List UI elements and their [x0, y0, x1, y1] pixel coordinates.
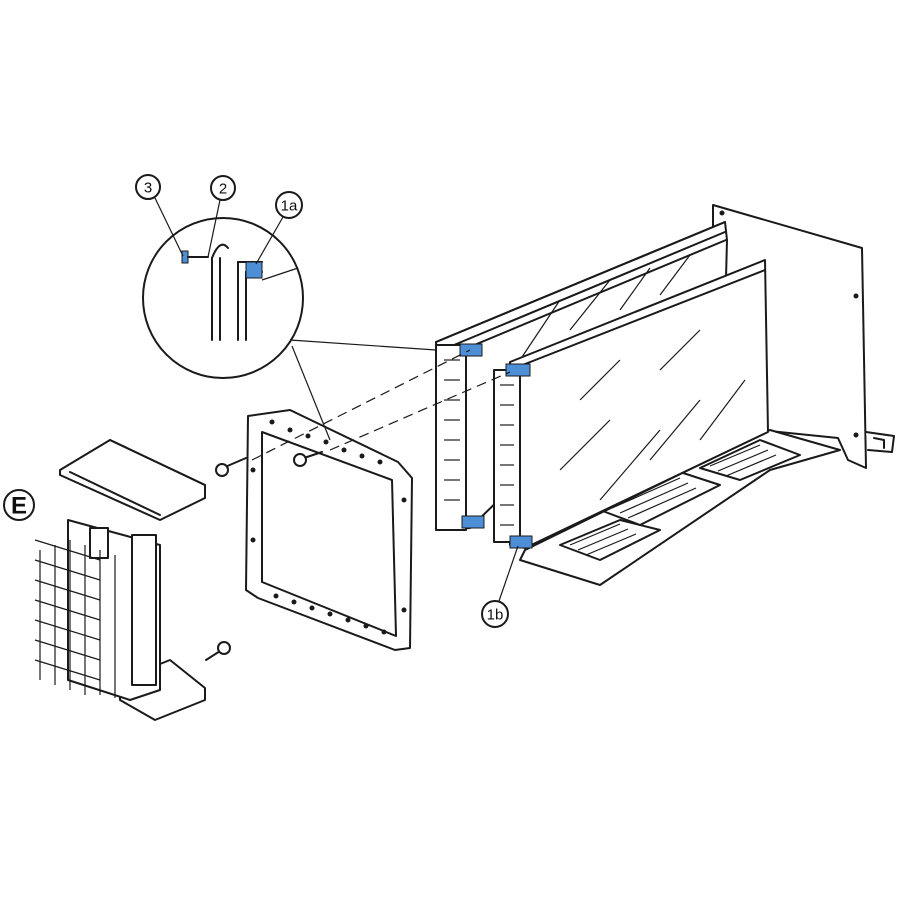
screw-lower-left — [205, 641, 231, 661]
screw-upper-left — [215, 457, 247, 477]
callout-3-text: 3 — [144, 180, 152, 197]
callout-2-text: 2 — [219, 181, 227, 198]
view-label-e: E — [3, 489, 35, 521]
view-e-subassembly — [34, 439, 206, 721]
screw-frame — [293, 451, 323, 467]
projection-lines — [251, 349, 511, 461]
callout-1a: 1a — [255, 191, 303, 265]
mounting-frame — [245, 409, 413, 651]
detail-view-circle — [142, 217, 304, 379]
callout-2: 2 — [207, 175, 236, 258]
callout-1b: 1b — [481, 545, 519, 628]
rack-assembly — [435, 204, 895, 586]
callout-1b-text: 1b — [487, 607, 504, 624]
callout-1a-text: 1a — [281, 198, 298, 215]
view-label-e-text: E — [11, 493, 27, 520]
detail-leaders — [289, 339, 437, 441]
callout-3: 3 — [135, 174, 184, 257]
